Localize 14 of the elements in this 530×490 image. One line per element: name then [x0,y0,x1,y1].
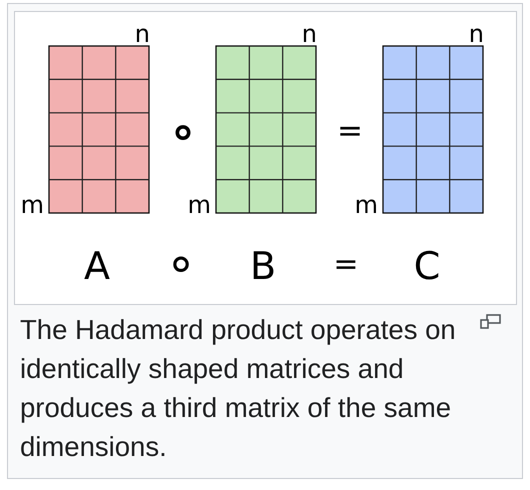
matrix-name: B [250,246,276,285]
figure-caption: The Hadamard product operates on identically shaped matrices and produces a third matrix of the same dimensions. [20,313,457,464]
operator-symbol: = [333,250,359,280]
dimension-label: n [302,22,317,46]
dimension-label: n [134,22,150,46]
operator-symbol: = [337,116,363,146]
dimension-label: m [354,192,378,217]
operator-symbol: ∘ [165,238,197,288]
matrix-name: A [84,246,110,285]
dimension-label: m [188,192,211,217]
dimension-label: m [20,192,44,217]
dimension-label: n [468,22,484,46]
matrix-name: C [414,246,440,285]
operator-symbol: ∘ [168,108,198,154]
